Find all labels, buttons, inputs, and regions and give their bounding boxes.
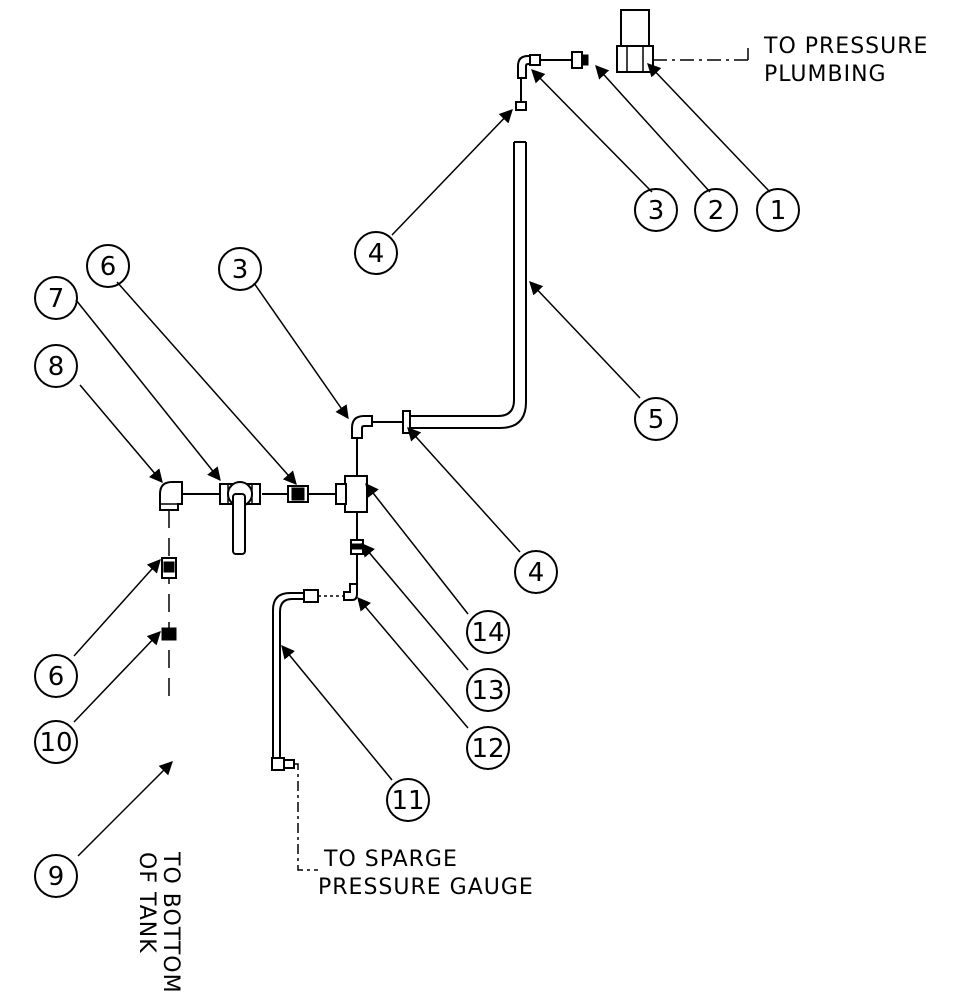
note-pressure-plumbing: TO PRESSURE PLUMBING: [763, 34, 928, 87]
svg-text:OF TANK: OF TANK: [134, 852, 159, 954]
balloon-10: 10: [34, 720, 78, 764]
balloon-3-mid: 3: [218, 247, 262, 291]
svg-text:2: 2: [708, 196, 725, 226]
svg-text:TO SPARGE: TO SPARGE: [323, 847, 458, 872]
svg-text:12: 12: [471, 734, 504, 764]
svg-text:4: 4: [528, 558, 545, 588]
svg-text:3: 3: [232, 255, 249, 285]
svg-text:9: 9: [48, 862, 65, 892]
svg-text:13: 13: [471, 676, 504, 706]
balloon-14: 14: [466, 610, 510, 654]
tee-part-14: [335, 475, 368, 513]
svg-text:11: 11: [391, 786, 424, 816]
svg-text:14: 14: [471, 618, 504, 648]
elbow-part-3-top: [517, 54, 541, 79]
balloon-8: 8: [34, 344, 78, 388]
svg-text:PLUMBING: PLUMBING: [764, 62, 887, 87]
svg-text:PRESSURE GAUGE: PRESSURE GAUGE: [318, 875, 534, 900]
svg-text:1: 1: [770, 196, 787, 226]
svg-text:6: 6: [100, 252, 117, 282]
elbow-part-3-mid: [351, 415, 373, 439]
fitting-part-13: [350, 539, 364, 555]
elbow-part-12: [343, 583, 358, 601]
balloon-6-low: 6: [34, 654, 78, 698]
fitting-part-10: [161, 627, 177, 641]
svg-text:7: 7: [48, 284, 65, 314]
balloon-7: 7: [34, 276, 78, 320]
valve-part-7: [219, 481, 261, 555]
balloon-4-mid: 4: [514, 550, 558, 594]
balloon-1: 1: [756, 188, 800, 232]
regulator-part-1: [616, 9, 654, 73]
fitting-part-6-top: [287, 485, 309, 503]
leaders: [73, 63, 771, 857]
svg-text:5: 5: [648, 405, 665, 435]
balloon-13: 13: [466, 668, 510, 712]
fitting-part-6-low: [161, 557, 177, 579]
balloon-5: 5: [634, 397, 678, 441]
hose-part-11: [271, 589, 319, 771]
tube-part-5: [410, 141, 527, 429]
fitting-part-2: [571, 51, 589, 69]
balloon-2: 2: [694, 188, 738, 232]
balloon-4-top: 4: [354, 231, 398, 275]
balloon-12: 12: [466, 726, 510, 770]
svg-text:10: 10: [39, 728, 72, 758]
balloon-3-top: 3: [634, 188, 678, 232]
svg-text:8: 8: [48, 352, 65, 382]
elbow-part-8: [159, 481, 183, 511]
svg-text:TO PRESSURE: TO PRESSURE: [763, 34, 928, 59]
svg-text:3: 3: [648, 196, 665, 226]
balloon-11: 11: [386, 778, 430, 822]
svg-text:6: 6: [48, 662, 65, 692]
balloon-6-top: 6: [86, 244, 130, 288]
note-sparge-gauge: TO SPARGE PRESSURE GAUGE: [318, 847, 534, 900]
note-bottom-of-tank: TO BOTTOM OF TANK: [134, 851, 183, 994]
sparge-centerline: [294, 763, 318, 871]
svg-text:TO BOTTOM: TO BOTTOM: [158, 851, 183, 994]
svg-text:4: 4: [368, 239, 385, 269]
fitting-part-4-top: [515, 101, 527, 111]
balloon-9: 9: [34, 854, 78, 898]
